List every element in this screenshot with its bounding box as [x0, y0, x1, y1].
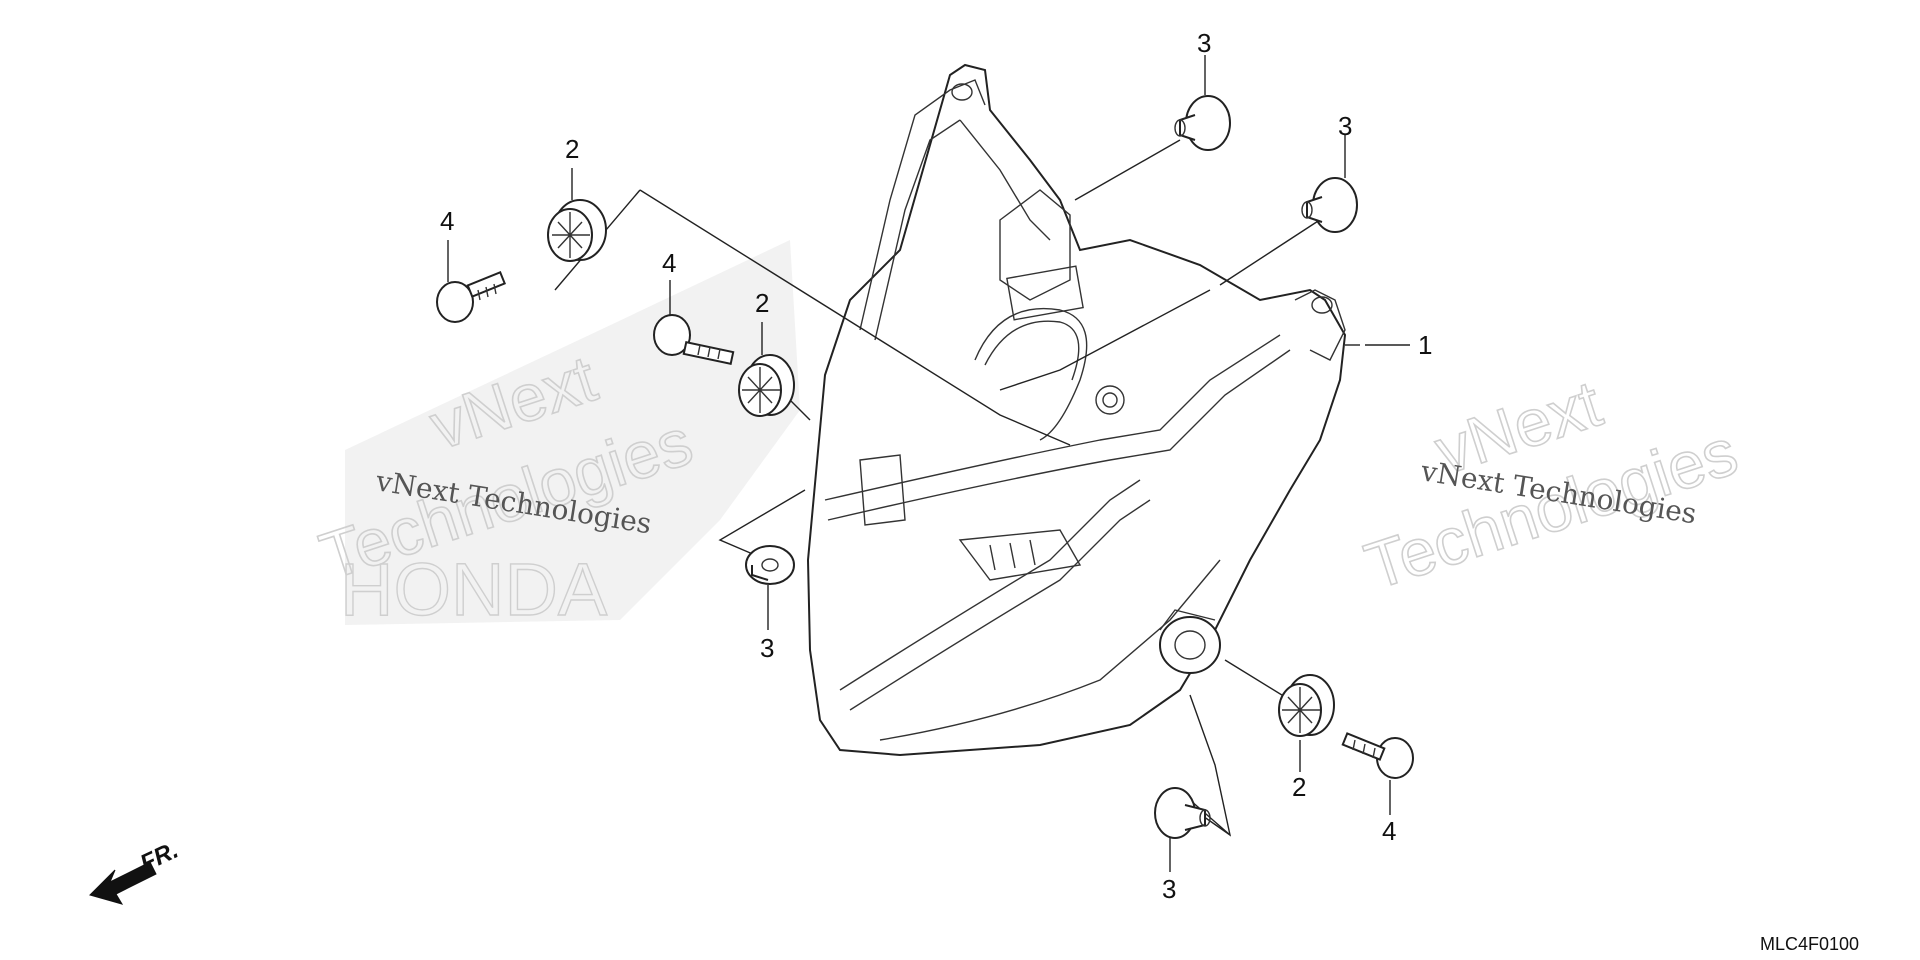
bolt-upper-left[interactable]: [436, 271, 507, 323]
callout-2-middle-left: 2: [755, 288, 769, 318]
watermark-right: vNext Technologies vNext Technologies: [1356, 365, 1747, 604]
bolt-lower-right[interactable]: [1341, 732, 1414, 779]
callout-3-left: 3: [760, 633, 774, 663]
callout-4-middle-left: 4: [662, 248, 676, 278]
callout-3-bottom: 3: [1162, 874, 1176, 904]
front-arrow-icon: [89, 861, 157, 905]
callout-3-top: 3: [1197, 28, 1211, 58]
ghost-logo-text: HONDA: [340, 548, 608, 631]
collar-left[interactable]: [745, 545, 795, 585]
collar-top[interactable]: [1174, 95, 1231, 151]
diagram-code: MLC4F0100: [1760, 934, 1859, 954]
collar-upper-right[interactable]: [1301, 177, 1358, 233]
callout-ticks: [447, 55, 1391, 872]
callout-4-lower-right: 4: [1382, 816, 1396, 846]
headlight-assembly[interactable]: [806, 63, 1347, 757]
callout-2-upper-left: 2: [565, 134, 579, 164]
callout-4-upper-left: 4: [440, 206, 454, 236]
grommet-middle-left[interactable]: [738, 354, 795, 417]
grommet-upper-left[interactable]: [547, 199, 607, 262]
callout-2-lower-right: 2: [1292, 772, 1306, 802]
callout-1: 1: [1418, 330, 1432, 360]
front-direction-indicator: FR.: [89, 837, 183, 905]
callout-labels: 1 2 2 2 3 3 3 3 4 4 4: [440, 28, 1432, 904]
collar-bottom[interactable]: [1154, 787, 1211, 839]
grommet-lower-right[interactable]: [1278, 674, 1335, 737]
ghost-logo-watermark: HONDA: [339, 240, 800, 632]
bolt-middle-left[interactable]: [653, 314, 735, 366]
callout-3-upper-right: 3: [1338, 111, 1352, 141]
